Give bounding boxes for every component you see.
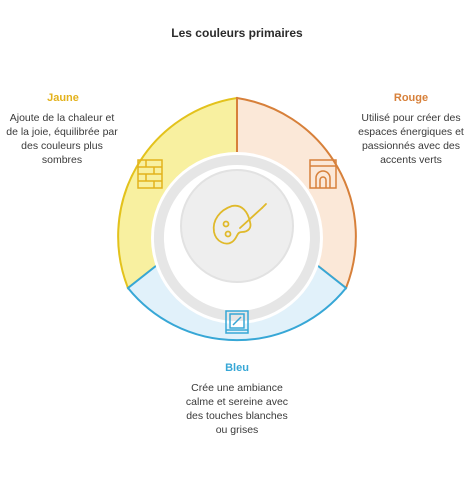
desc-jaune: Ajoute de la chaleur et de la joie, équi… — [6, 112, 118, 166]
brick-wall-icon — [137, 159, 163, 189]
label-jaune: Jaune — [47, 92, 79, 104]
label-bleu: Bleu — [225, 362, 249, 374]
color-palette-brush-icon — [212, 203, 267, 245]
center-circle — [180, 169, 294, 283]
diagram-title: Les couleurs primaires — [171, 26, 303, 40]
inner-rim — [153, 155, 320, 321]
label-rouge: Rouge — [393, 92, 429, 104]
fireplace-icon — [309, 159, 337, 189]
window-icon — [225, 310, 249, 334]
desc-rouge: Utilisé pour créer des espaces énergique… — [358, 112, 464, 166]
desc-bleu: Crée une ambiance calme et sereine avec … — [185, 382, 289, 436]
